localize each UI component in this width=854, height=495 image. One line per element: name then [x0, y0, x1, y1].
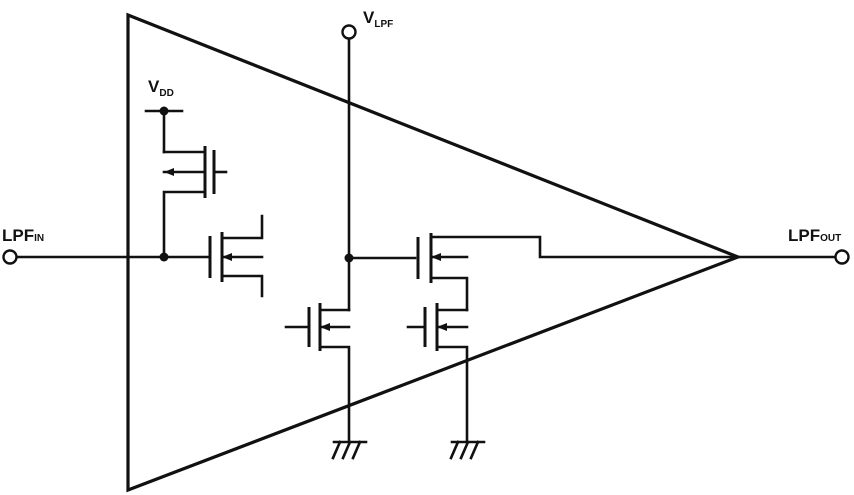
pmos-arrow	[164, 168, 174, 176]
nmos-br-source-wire	[435, 345, 469, 442]
nmos-bl-source-wire	[318, 345, 351, 442]
ground-1-hatch-c	[351, 440, 362, 460]
vlpf-label: VLPF	[363, 8, 393, 30]
ground-2-hatch-a	[449, 440, 460, 460]
nmos-mid-arrow	[431, 253, 441, 261]
nmos-br-arrow	[437, 323, 447, 331]
output-label: LPFOUT	[788, 226, 841, 245]
nmos-in-source	[220, 274, 264, 298]
ground-2-hatch-c	[469, 440, 480, 460]
pmos-drain-wire	[162, 190, 207, 259]
input-label: LPFIN	[2, 226, 44, 245]
vdd-label: VDD	[148, 77, 174, 99]
nmos-bl-arrow	[320, 323, 330, 331]
vlpf-terminal	[341, 24, 357, 40]
nmos-in-drain	[220, 214, 264, 240]
output-terminal	[834, 249, 850, 265]
output-wire	[429, 235, 740, 259]
nmos-mid-source	[429, 276, 469, 312]
nmos-in-arrow	[222, 253, 232, 261]
ground-2-hatch-b	[459, 440, 470, 460]
amplifier-triangle	[126, 12, 743, 493]
ground-1-hatch-b	[341, 440, 352, 460]
input-terminal	[2, 249, 18, 265]
ground-1-hatch-a	[331, 440, 342, 460]
